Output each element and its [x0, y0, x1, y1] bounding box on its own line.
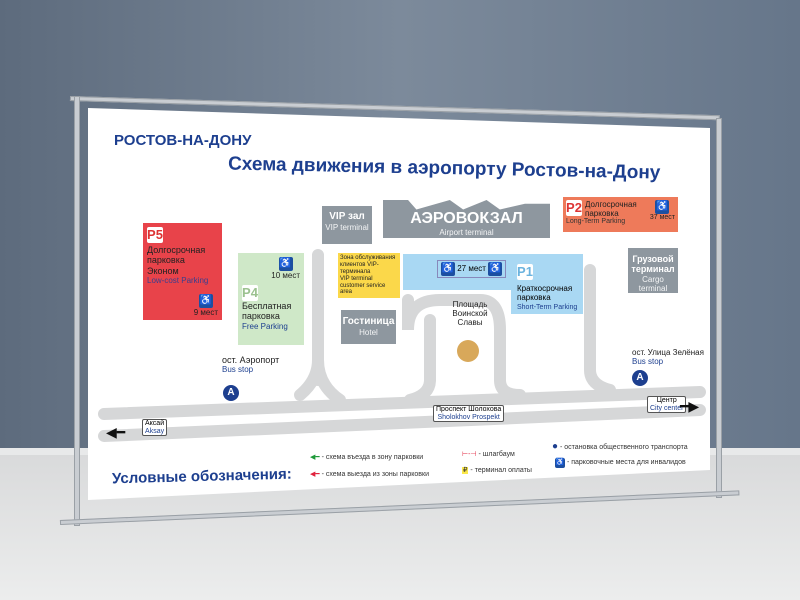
road-name: Проспект Шолохова: [436, 406, 502, 413]
hotel: Гостиница Hotel: [341, 310, 396, 344]
terminal-name: АЭРОВОКЗАЛ: [410, 210, 523, 227]
red-arrow-icon: ◀━: [310, 471, 320, 478]
cargo-name: Грузовой терминал: [631, 254, 675, 275]
right-road: [584, 264, 616, 396]
bus-stop-airport: ост. Аэропорт Bus stop: [222, 355, 279, 375]
frame-left-post: [74, 96, 80, 526]
cargo-terminal: Грузовой терминал Cargo terminal: [628, 248, 678, 293]
legend-payment-text: - терминал оплаты: [470, 467, 532, 474]
service-name: Зона обслуживания клиентов VIP-терминала: [340, 255, 396, 275]
service-en: VIP terminal customer service area: [340, 275, 386, 296]
bus-stop-en: Bus stop: [222, 365, 254, 375]
legend-disabled-text: - парковочные места для инвалидов: [566, 459, 686, 466]
parking-badge: P2: [566, 200, 582, 216]
legend-payment: ₽ - терминал оплаты: [462, 466, 532, 474]
parking-en: Short-Term Parking: [517, 304, 578, 311]
main-road-top: [98, 386, 706, 420]
parking-en: Long-Term Parking: [566, 218, 626, 226]
parking-p5: P5 Долгосрочная парковка Эконом Low-cost…: [143, 223, 222, 320]
road-en: Sholokhov Prospekt: [437, 413, 500, 421]
cargo-en: Cargo terminal: [638, 274, 668, 293]
vip-terminal: VIP зал VIP terminal: [322, 206, 372, 244]
bus-stop-en: Bus stop: [632, 357, 664, 367]
bus-stop-name: ост. Аэропорт: [222, 355, 280, 365]
disabled-icon: ♿: [555, 458, 565, 468]
legend-entry-text: - схема въезда в зону парковки: [321, 454, 424, 461]
disabled-count: 10 мест: [271, 271, 300, 280]
direction-sign-aksay: Аксай Aksay: [142, 419, 168, 437]
parking-p4: ♿ 10 мест P4 Бесплатная парковка Free Pa…: [238, 253, 304, 345]
airport-logo: РОСТОВ-НА-ДОНУ: [114, 132, 252, 149]
legend-bus-text: - остановка общественного транспорта: [560, 444, 688, 451]
parking-en: Low-cost Parking: [147, 276, 209, 286]
arrow-left-icon: ◀━: [106, 424, 126, 440]
frame-right-post: [716, 118, 722, 498]
direction-name: Аксай: [145, 420, 165, 427]
barrier-icon: ⊢-⊣: [462, 451, 477, 458]
parking-badge: P1: [517, 264, 533, 280]
parking-badge: P4: [242, 285, 258, 301]
disabled-icon: ♿: [655, 200, 670, 214]
legend-entry: ◀━ - схема въезда в зону парковки: [310, 453, 423, 461]
main-road-bottom: [98, 404, 706, 442]
bus-stop-icon: A: [223, 385, 239, 401]
road-sign-sholokhov: Проспект Шолохова Sholokhov Prospekt: [433, 405, 505, 423]
legend-exit: ◀━ - схема выезда из зоны парковки: [310, 470, 429, 478]
green-arrow-icon: ◀━: [310, 454, 320, 461]
legend-barrier-text: - шлагбаум: [478, 451, 515, 458]
disabled-icon: ♿: [278, 257, 293, 271]
left-loop-road: [294, 249, 346, 406]
hotel-en: Hotel: [359, 327, 378, 337]
direction-sign-center: Центр City center: [647, 396, 687, 414]
parking-name: Долгосрочная парковка Эконом: [147, 245, 206, 276]
bus-stop-name: ост. Улица Зелёная: [632, 348, 704, 357]
legend-bus: ● - остановка общественного транспорта: [552, 441, 688, 452]
disabled-count: 9 мест: [193, 307, 218, 317]
parking-name: Долгосрочная парковка: [585, 200, 637, 219]
arrow-right-icon: ━▶: [680, 398, 700, 414]
monument-icon: [457, 340, 479, 362]
parking-badge: P5: [147, 227, 163, 243]
center-loop-road: [402, 294, 526, 406]
disabled-icon: ♿: [488, 262, 503, 276]
bus-stop-icon: A: [632, 370, 648, 386]
direction-name: Центр: [656, 397, 677, 404]
disabled-icon: ♿: [198, 293, 213, 308]
disabled-icon: ♿: [441, 262, 455, 276]
payment-terminal-icon: ₽: [462, 467, 469, 474]
legend-barrier: ⊢-⊣ - шлагбаум: [462, 450, 515, 458]
parking-en: Free Parking: [242, 321, 288, 331]
bus-stop-zelenaya: ост. Улица Зелёная Bus stop: [632, 348, 704, 366]
vip-en: VIP terminal: [325, 222, 369, 232]
vip-service-area: Зона обслуживания клиентов VIP-терминала…: [338, 253, 400, 298]
square-label: Площадь Воинской Славы: [452, 300, 488, 328]
vip-name: VIP зал: [329, 211, 365, 222]
disabled-count: 27 мест: [457, 264, 486, 273]
hotel-name: Гостиница: [342, 316, 395, 327]
parking-p2: P2 Долгосрочная парковка Long-Term Parki…: [563, 197, 678, 232]
parking-name: Краткосрочная парковка: [517, 284, 573, 303]
terminal-en: Airport terminal: [439, 228, 494, 238]
disabled-count: 37 мест: [649, 214, 675, 221]
parking-name: Бесплатная парковка: [242, 301, 292, 322]
legend-exit-text: - схема выезда из зоны парковки: [321, 471, 430, 478]
legend-disabled: ♿ - парковочные места для инвалидов: [555, 458, 686, 468]
direction-en: Aksay: [145, 427, 165, 435]
direction-en: City center: [650, 404, 684, 412]
bus-stop-icon: ●: [552, 441, 559, 452]
